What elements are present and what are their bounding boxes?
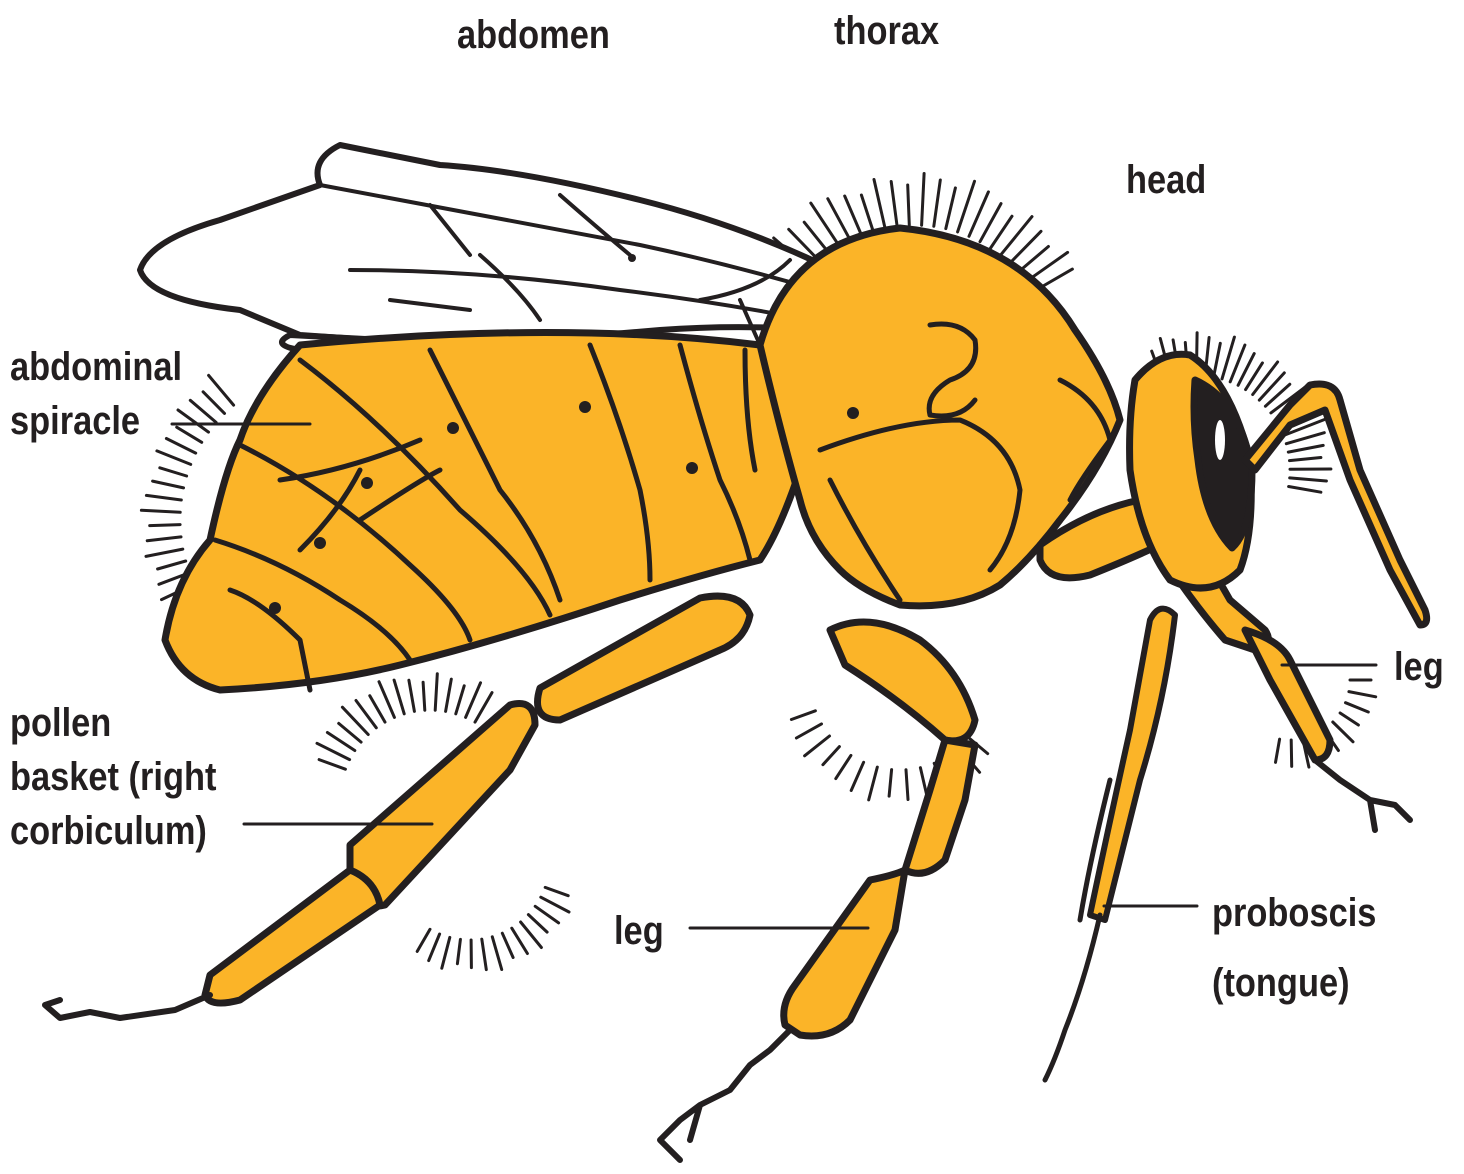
middle-leg-segment [784, 870, 905, 1036]
pollen-basket-corbiculum [350, 704, 535, 907]
middle-leg-tibia [905, 740, 975, 873]
front-leg-tibia [1245, 630, 1330, 760]
label-abdominal-spiracle: abdominal spiracle [10, 340, 182, 448]
antenna [1245, 384, 1427, 625]
thorax-spiracle [847, 407, 859, 419]
middle-leg [660, 622, 975, 1160]
hind-leg-foot [45, 995, 210, 1018]
middle-leg-foot [660, 1030, 790, 1160]
label-leg-middle: leg [614, 904, 664, 958]
label-head: head [1126, 153, 1206, 207]
hind-leg-tarsus [205, 870, 380, 1003]
label-thorax: thorax [834, 4, 939, 58]
proboscis-tongue [1045, 609, 1175, 1080]
front-leg-foot [1315, 760, 1410, 830]
proboscis-shaft [1090, 609, 1175, 920]
label-pollen-basket: pollen basket (right corbiculum) [10, 696, 216, 858]
label-abdomen: abdomen [457, 8, 610, 62]
proboscis-tip [1045, 780, 1110, 1080]
label-proboscis: proboscis (tongue) [1212, 878, 1376, 1018]
label-leg-front: leg [1394, 640, 1444, 694]
eye-highlight [1215, 420, 1225, 460]
middle-leg-femur [830, 622, 975, 741]
